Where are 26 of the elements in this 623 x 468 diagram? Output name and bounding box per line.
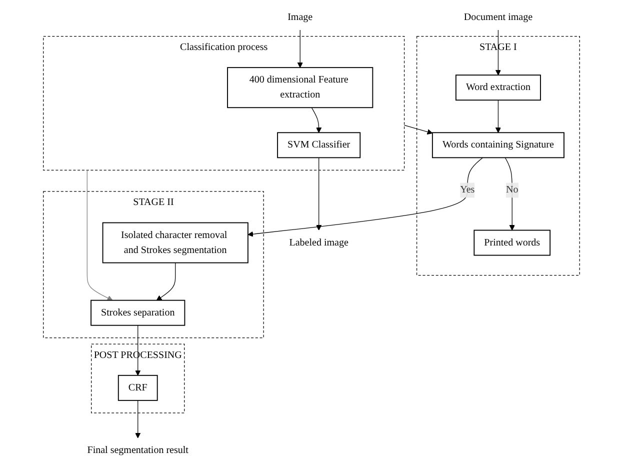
arrow: [86, 170, 113, 301]
arrow: [495, 100, 501, 133]
arrow: [311, 107, 322, 133]
arrow: [135, 400, 141, 438]
node-box: CRF: [118, 374, 158, 401]
node-text: Labeled image: [289, 237, 348, 248]
node-box: Isolated character removal and Strokes segmentation: [102, 222, 248, 264]
arrow: [135, 325, 141, 376]
arrow: [504, 157, 515, 230]
arrow: [297, 30, 303, 68]
edge-label: No: [506, 184, 518, 196]
arrow: [495, 30, 501, 76]
node-box: Strokes separation: [90, 300, 186, 326]
node-text: Document image: [464, 12, 533, 23]
arrow: [404, 124, 433, 135]
node-box: SVM Classifier: [277, 132, 361, 158]
node-box: Printed words: [474, 230, 551, 256]
node-box: 400 dimensional Feature extraction: [227, 67, 374, 108]
arrow: [316, 157, 322, 230]
edge-label: Yes: [460, 184, 475, 196]
arrow: [156, 262, 176, 301]
node-text: Image: [288, 12, 313, 23]
arrow: [248, 157, 484, 237]
node-box: Word extraction: [455, 74, 541, 101]
node-box: Words containing Signature: [432, 132, 564, 158]
node-text: Final segmentation result: [87, 444, 188, 456]
